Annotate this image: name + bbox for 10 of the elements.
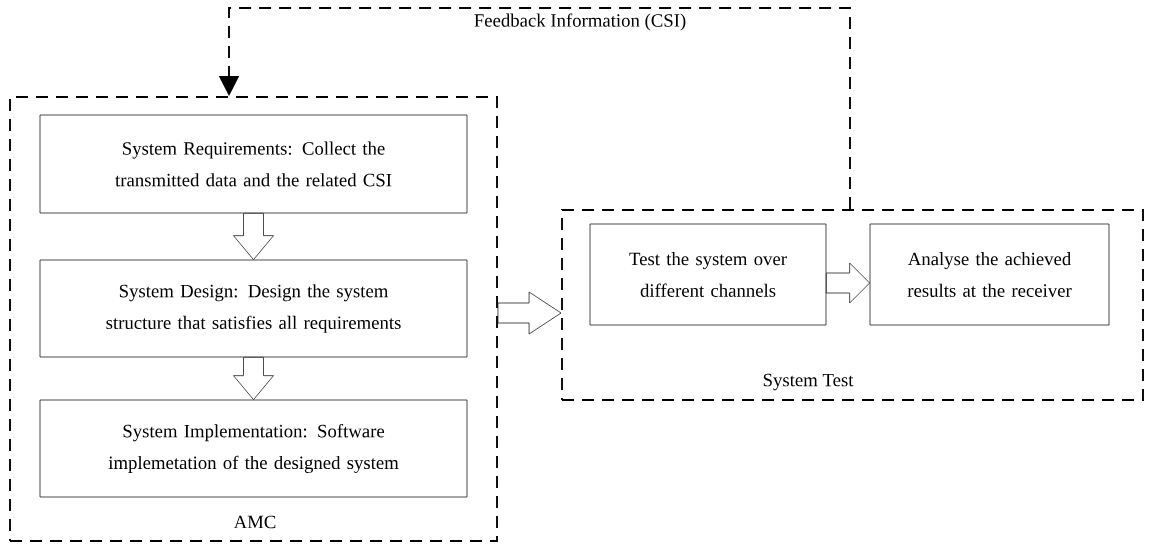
edge-label: Feedback Information (CSI): [471, 11, 689, 33]
block-arrow: [233, 213, 274, 260]
process-box: System Requirements: Collect the transmitted data and the related CSI: [39, 114, 468, 214]
process-box: Test the system over different channels: [589, 223, 827, 326]
process-box: System Design: Design the system structure that satisfies all requirements: [39, 259, 468, 358]
block-arrow: [497, 291, 562, 335]
process-box: Analyse the achieved results at the receiver: [869, 223, 1110, 326]
block-arrow: [826, 262, 870, 304]
process-box: System Implementation: Software implemetation of the designed system: [39, 399, 468, 498]
block-arrow: [233, 357, 274, 400]
